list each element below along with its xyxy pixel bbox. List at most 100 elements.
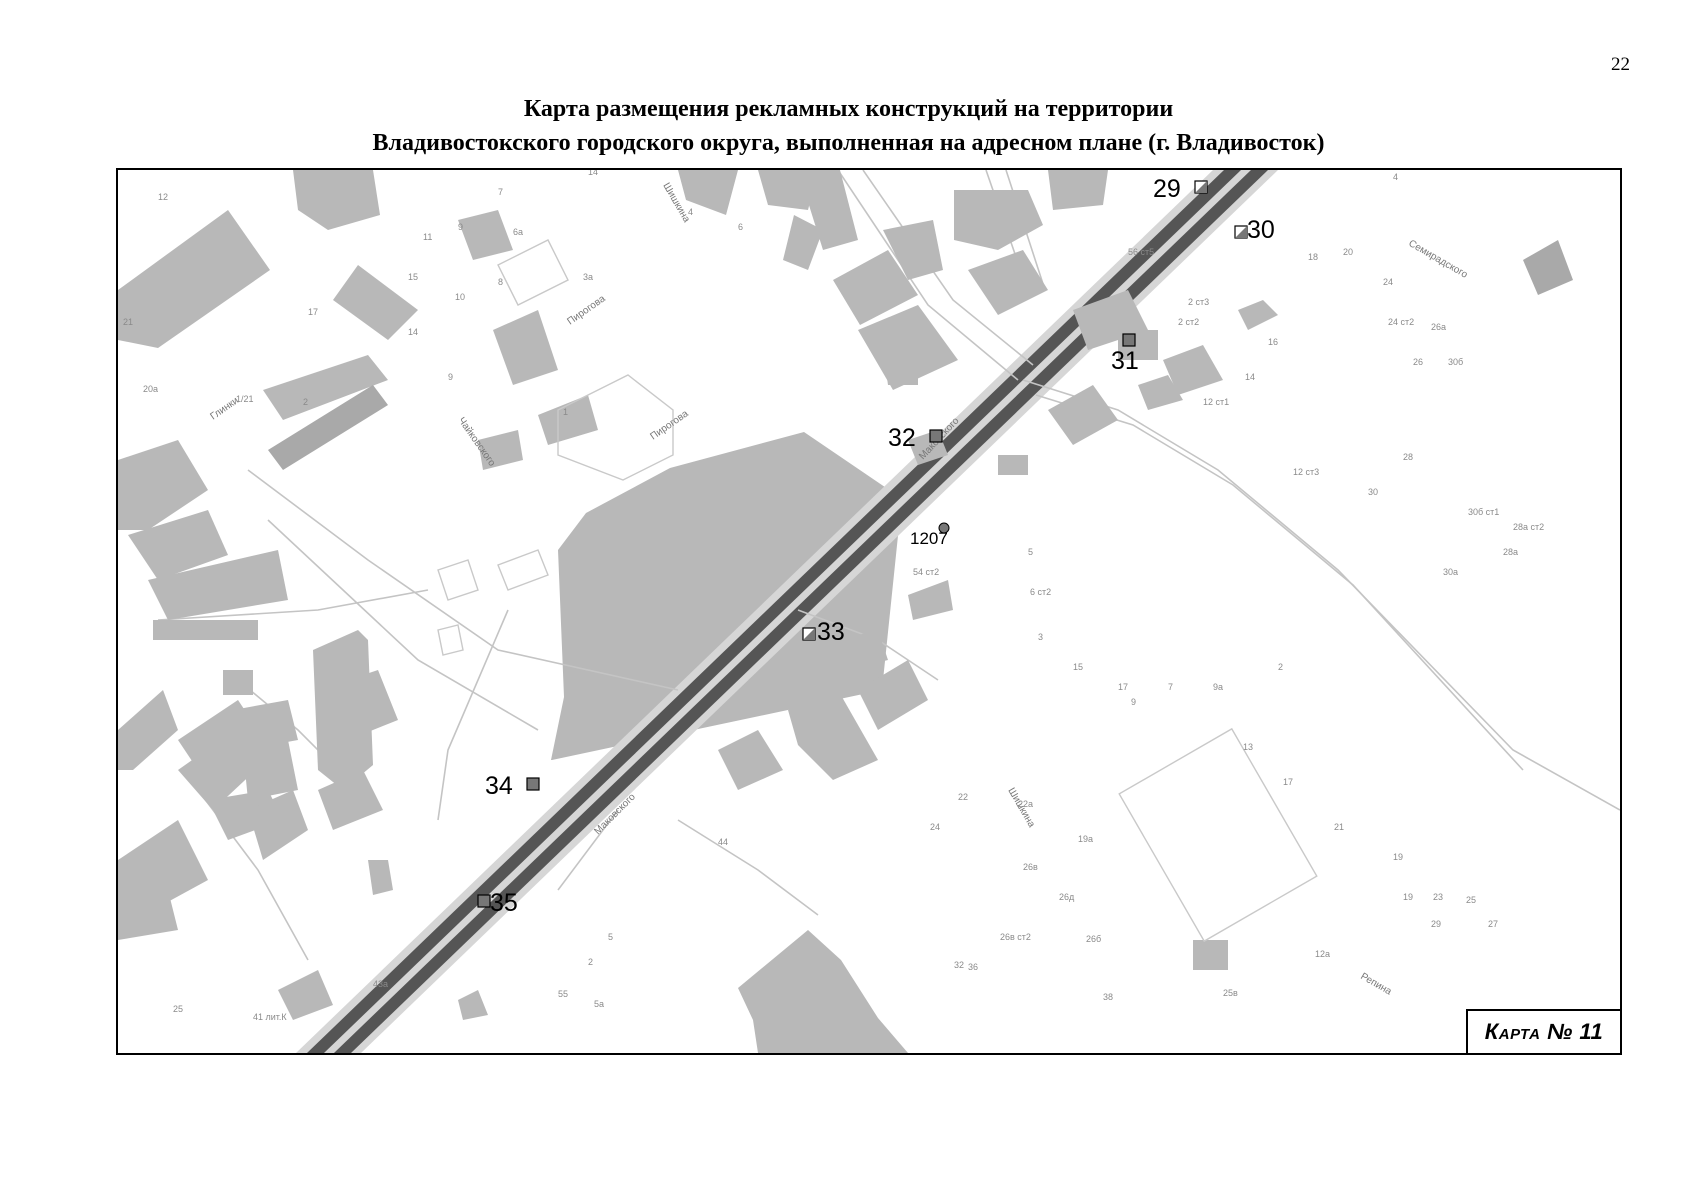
title-line-2: Владивостокского городского округа, выпо… [372, 130, 1325, 156]
house-number-label: 22а [1018, 799, 1033, 809]
title-line-1: Карта размещения рекламных конструкций н… [523, 96, 1174, 122]
house-number-label: 1 [563, 407, 568, 417]
marker-half-fill [1195, 181, 1207, 193]
house-number-label: 54 ст2 [913, 567, 939, 577]
ad-marker-32[interactable]: 32 [888, 424, 943, 452]
house-number-label: 28а ст2 [1513, 522, 1544, 532]
house-number-label: 7 [1168, 682, 1173, 692]
ad-marker-30[interactable]: 30 [1234, 216, 1275, 244]
house-number-label: 25 [173, 1004, 183, 1014]
marker-square-icon [477, 894, 491, 908]
house-number-label: 26в [1023, 862, 1038, 872]
page-number: 22 [1611, 54, 1630, 75]
street-label-semiradskogo: Семирадского [1407, 238, 1470, 281]
house-number-label: 26в ст2 [1000, 932, 1031, 942]
house-number-label: 24 [1383, 277, 1393, 287]
ad-marker-34[interactable]: 34 [485, 772, 540, 800]
house-number-label: 17 [308, 307, 318, 317]
house-number-label: 12 ст3 [1293, 467, 1319, 477]
ad-marker-35[interactable]: 35 [477, 889, 518, 917]
house-number-label: 19 [1393, 852, 1403, 862]
house-number-label: 22 [958, 792, 968, 802]
marker-square-icon [526, 777, 540, 791]
house-number-label: 14 [588, 170, 598, 177]
house-number-label: 29 [1431, 919, 1441, 929]
street-label-pirogova-1: Пирогова [565, 293, 607, 327]
house-number-label: 43а [373, 979, 388, 989]
marker-label-32: 32 [888, 424, 916, 452]
house-number-label: 5 [608, 932, 613, 942]
house-number-label: 41 лит.К [253, 1012, 287, 1022]
marker-square-icon [1122, 333, 1136, 347]
ad-marker-1207[interactable]: 1207 [910, 522, 950, 548]
house-number-label: 2 ст3 [1188, 297, 1209, 307]
house-number-label: 9а [1213, 682, 1223, 692]
house-number-label: 14 [1245, 372, 1255, 382]
house-number-label: 18 [1308, 252, 1318, 262]
house-number-label: 6а [513, 227, 523, 237]
house-number-label: 1/21 [236, 394, 254, 404]
house-number-label: 16 [1268, 337, 1278, 347]
house-number-label: 30б ст1 [1468, 507, 1499, 517]
ad-marker-29[interactable]: 29 [1153, 175, 1208, 203]
house-number-label: 27 [1488, 919, 1498, 929]
ad-marker-31[interactable]: 31 [1111, 333, 1139, 375]
house-number-label: 30б [1448, 357, 1463, 367]
house-number-label: 23 [1433, 892, 1443, 902]
marker-circle-icon [938, 522, 950, 534]
house-number-label: 15 [1073, 662, 1083, 672]
marker-half-fill [803, 628, 815, 640]
house-number-label: 4 [1393, 172, 1398, 182]
house-number-label: 20а [143, 384, 158, 394]
house-number-label: 25в [1223, 988, 1238, 998]
large-area-north [551, 432, 904, 760]
large-area-south [738, 930, 908, 1053]
house-number-label: 17 [1118, 682, 1128, 692]
house-number-label: 2 [303, 397, 308, 407]
buildings [118, 170, 1573, 1020]
house-number-label: 44 [718, 837, 728, 847]
house-number-label: 14 [408, 327, 418, 337]
house-number-label: 2 [1278, 662, 1283, 672]
ad-marker-33[interactable]: 33 [802, 618, 845, 646]
house-number-label: 2 [588, 957, 593, 967]
house-number-label: 3а [583, 272, 593, 282]
marker-label-30: 30 [1247, 216, 1275, 244]
house-number-label: 21 [123, 317, 133, 327]
house-number-label: 26а [1431, 322, 1446, 332]
house-number-label: 9 [1131, 697, 1136, 707]
house-number-label: 17 [1283, 777, 1293, 787]
house-number-label: 28 [1403, 452, 1413, 462]
house-number-label: 6 ст2 [1030, 587, 1051, 597]
house-number-label: 8 [498, 277, 503, 287]
house-number-label: 25 [1466, 895, 1476, 905]
house-number-label: 36 [968, 962, 978, 972]
house-number-label: 19а [1078, 834, 1093, 844]
house-number-label: 5а [594, 999, 604, 1009]
house-number-label: 28а [1503, 547, 1518, 557]
house-number-label: 30а [1443, 567, 1458, 577]
house-number-label: 10 [455, 292, 465, 302]
marker-label-29: 29 [1153, 175, 1181, 203]
address-map[interactable]: Маковского Маковского Пирогова Пирогова … [116, 168, 1622, 1055]
house-number-label: 26 [1413, 357, 1423, 367]
house-number-label: 24 ст2 [1388, 317, 1414, 327]
marker-label-34: 34 [485, 772, 513, 800]
house-number-label: 26б [1086, 934, 1101, 944]
house-number-label: 32 [954, 960, 964, 970]
house-number-label: 26д [1059, 892, 1075, 902]
map-canvas: Маковского Маковского Пирогова Пирогова … [118, 170, 1620, 1053]
marker-label-35: 35 [490, 889, 518, 917]
house-number-label: 7 [498, 187, 503, 197]
marker-square-icon [929, 429, 943, 443]
house-number-label: 20 [1343, 247, 1353, 257]
lot-outlines [437, 239, 1318, 943]
marker-label-1207: 1207 [910, 529, 948, 548]
house-number-label: 2 ст2 [1178, 317, 1199, 327]
advertising-markers: 29 30 31 32 1207 33 34 35 [477, 175, 1275, 917]
street-label-pirogova-2: Пирогова [648, 408, 690, 442]
house-number-label: 30 [1368, 487, 1378, 497]
map-number-badge: Карта № 11 [1466, 1009, 1620, 1053]
house-number-label: 13 [1243, 742, 1253, 752]
